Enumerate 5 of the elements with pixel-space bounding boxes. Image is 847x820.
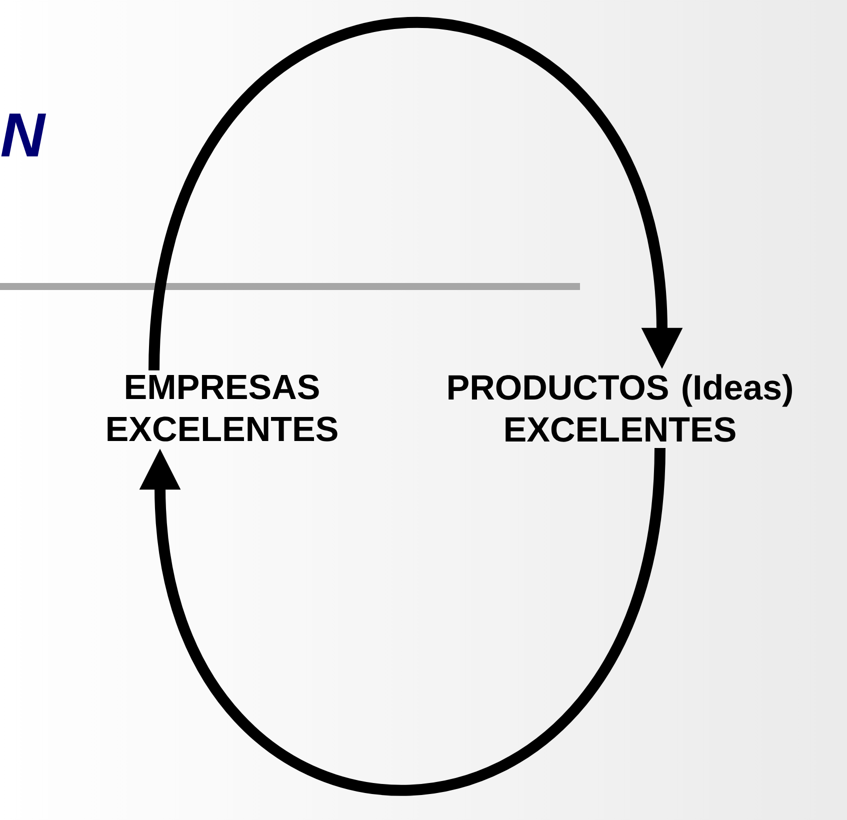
arrow xyxy=(148,17,683,371)
arrow xyxy=(139,448,666,796)
title-letter: N xyxy=(1,114,46,156)
node-label: PRODUCTOS (Ideas) EXCELENTES xyxy=(448,374,792,442)
node-label: EMPRESAS EXCELENTES xyxy=(108,374,338,442)
